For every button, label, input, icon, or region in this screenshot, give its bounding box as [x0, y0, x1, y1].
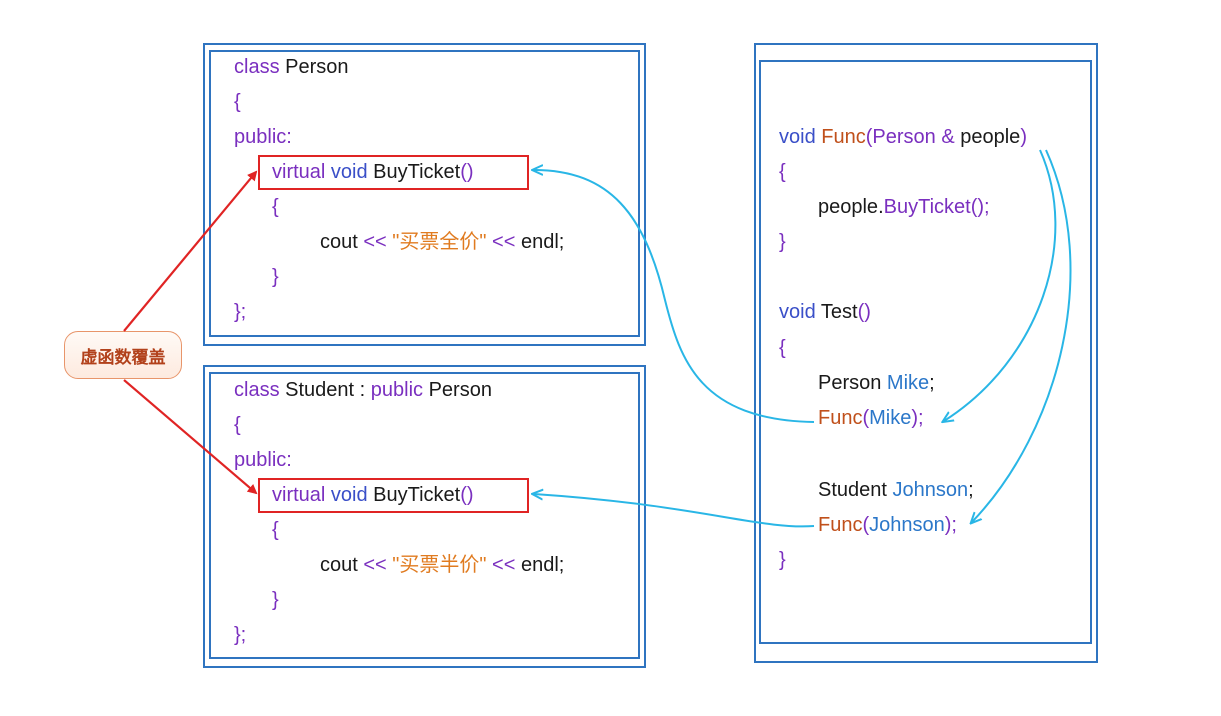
student-line-7: }: [272, 589, 279, 611]
variable-name: Mike: [881, 372, 930, 394]
person-line-8: };: [234, 301, 247, 323]
stream-operator: <<: [357, 231, 387, 253]
cyan-arrow-mike-to-person: [534, 170, 815, 423]
method-parens: (): [460, 484, 474, 506]
func-close-brace: }: [779, 231, 786, 253]
virtual-keyword: virtual: [272, 484, 326, 506]
red-arrow-to-person: [123, 170, 258, 332]
test-signature: void Test(): [779, 295, 871, 330]
param-name: people: [954, 126, 1021, 148]
cyan-arrow-people-to-johnson: [972, 149, 1072, 522]
stream-operator: <<: [357, 554, 387, 576]
func-open-brace: {: [779, 161, 786, 183]
string-literal: "买票全价": [386, 231, 487, 253]
void-keyword: void: [779, 301, 816, 323]
cyan-arrow-johnson-to-student: [534, 494, 815, 528]
type-name: Person: [818, 372, 882, 394]
red-arrow-to-student: [123, 379, 258, 495]
class-name: Person: [279, 56, 349, 78]
cyan-arrow-people-to-mike: [944, 149, 1057, 421]
test-code-inner-frame: [759, 60, 1092, 644]
func-body-call: people.BuyTicket();: [818, 190, 990, 225]
method-name: BuyTicket: [367, 484, 461, 506]
call-func-johnson: Func(Johnson);: [818, 508, 957, 543]
void-keyword: void: [325, 161, 368, 183]
virtual-keyword: virtual: [272, 161, 326, 183]
person-class-inner-frame: [209, 50, 640, 337]
decl-person: Person Mike;: [818, 366, 935, 401]
decl-student: Student Johnson;: [818, 473, 974, 508]
func-signature: void Func(Person & people): [779, 120, 1027, 155]
student-line-8: };: [234, 624, 247, 646]
person-line-6: cout << "买票全价" << endl;: [320, 225, 564, 260]
call-func-mike: Func(Mike);: [818, 401, 924, 436]
call-end: );: [944, 514, 957, 536]
student-line-2: {: [234, 414, 241, 436]
method-call-name: BuyTicket: [883, 196, 971, 218]
student-class-frame: [203, 365, 646, 668]
badge-label: 虚函数覆盖: [80, 347, 166, 368]
void-keyword: void: [779, 126, 816, 148]
open-paren: (: [865, 126, 873, 148]
member-dot: .: [878, 196, 884, 218]
method-name: BuyTicket: [367, 161, 461, 183]
person-line-7: }: [272, 266, 279, 288]
stream-operator: <<: [486, 231, 516, 253]
person-class-frame: [203, 43, 646, 346]
param-type: Person: [872, 126, 936, 148]
student-line-5: {: [272, 519, 279, 541]
cout-token: cout: [320, 554, 358, 576]
test-close-brace: }: [779, 549, 786, 571]
test-name: Test: [815, 301, 858, 323]
argument-name: Johnson: [869, 514, 945, 536]
base-class-name: Person: [423, 379, 492, 401]
person-line-1: class Person: [234, 50, 349, 85]
virtual-override-badge: 虚函数覆盖: [64, 331, 182, 379]
endl-token: endl;: [515, 231, 565, 253]
student-line-1: class Student : public Person: [234, 373, 492, 408]
semicolon: ;: [968, 479, 974, 501]
func-call-name: Func: [818, 407, 863, 429]
string-literal: "买票半价": [386, 554, 487, 576]
close-paren: ): [1020, 126, 1027, 148]
reference-ampersand: &: [935, 126, 955, 148]
type-name: Student: [818, 479, 887, 501]
parens: (): [857, 301, 871, 323]
test-code-frame: [754, 43, 1098, 663]
person-line-4: virtual void BuyTicket(): [272, 155, 474, 190]
public-keyword: public: [365, 379, 424, 401]
func-call-name: Func: [818, 514, 863, 536]
person-line-3: public:: [234, 126, 292, 148]
class-name: Student: [279, 379, 355, 401]
person-buyticket-highlight: [258, 155, 529, 190]
open-paren: (: [862, 514, 870, 536]
student-line-6: cout << "买票半价" << endl;: [320, 548, 564, 583]
func-name: Func: [815, 126, 866, 148]
variable-name: Johnson: [886, 479, 969, 501]
call-end: ();: [970, 196, 990, 218]
student-buyticket-highlight: [258, 478, 529, 513]
person-line-2: {: [234, 91, 241, 113]
student-line-4: virtual void BuyTicket(): [272, 478, 474, 513]
endl-token: endl;: [515, 554, 565, 576]
cout-token: cout: [320, 231, 358, 253]
call-end: );: [911, 407, 924, 429]
method-parens: (): [460, 161, 474, 183]
student-class-inner-frame: [209, 372, 640, 659]
test-open-brace: {: [779, 337, 786, 359]
argument-name: Mike: [869, 407, 912, 429]
object-name: people: [818, 196, 879, 218]
inheritance-colon: :: [354, 379, 366, 401]
void-keyword: void: [325, 484, 368, 506]
class-keyword: class: [234, 56, 280, 78]
class-keyword: class: [234, 379, 280, 401]
semicolon: ;: [929, 372, 935, 394]
student-line-3: public:: [234, 449, 292, 471]
person-line-5: {: [272, 196, 279, 218]
stream-operator: <<: [486, 554, 516, 576]
open-paren: (: [862, 407, 870, 429]
